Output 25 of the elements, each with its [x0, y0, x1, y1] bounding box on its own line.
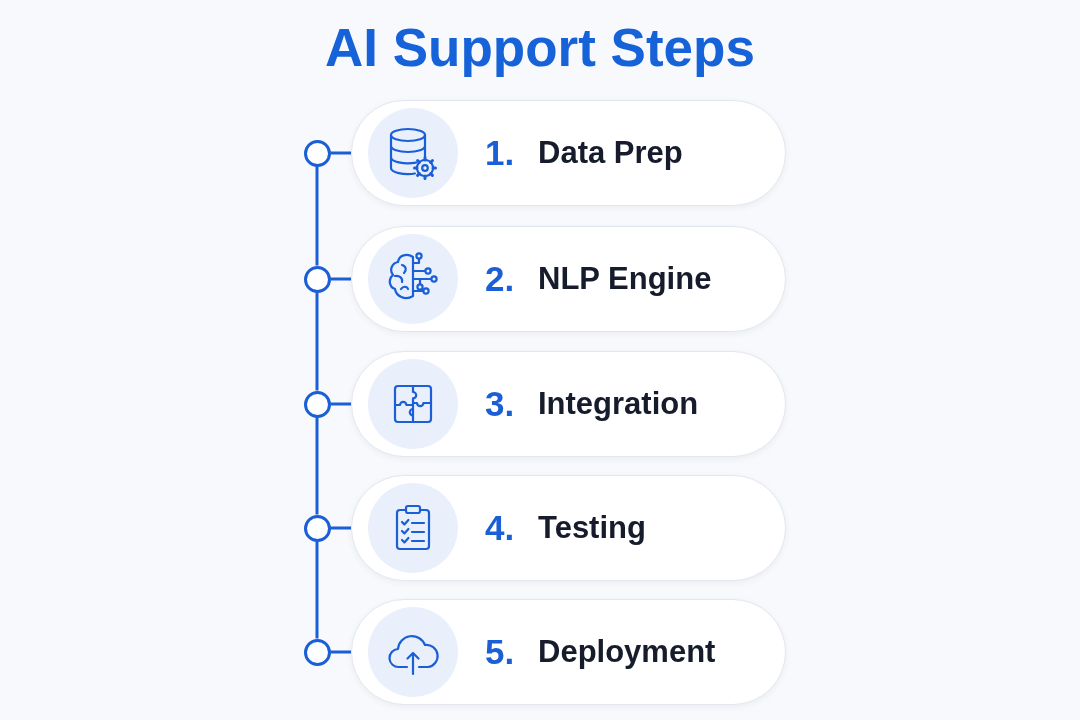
step-number: 2. — [485, 259, 515, 299]
connector-line — [330, 151, 351, 155]
connector-line — [315, 292, 319, 391]
timeline-circle — [303, 514, 331, 542]
timeline-circle — [303, 638, 331, 666]
title: AI Support Steps — [325, 17, 755, 79]
connector-line — [315, 417, 319, 515]
step-label: Integration — [538, 385, 699, 423]
connector-line — [330, 650, 351, 654]
connector-line — [330, 277, 351, 281]
connector-line — [315, 166, 319, 266]
step-label: NLP Engine — [538, 260, 712, 298]
timeline-circle — [303, 139, 331, 167]
connector-line — [315, 541, 319, 639]
connector-line — [330, 526, 351, 530]
timeline-circle — [303, 390, 331, 418]
connector-line — [330, 402, 351, 406]
step-label: Testing — [538, 509, 646, 547]
step-number: 4. — [485, 508, 515, 548]
step-number: 3. — [485, 384, 515, 424]
step-number: 1. — [485, 133, 515, 173]
step-label: Deployment — [538, 633, 716, 671]
step-label: Data Prep — [538, 134, 683, 172]
timeline-circle — [303, 265, 331, 293]
step-number: 5. — [485, 632, 515, 672]
